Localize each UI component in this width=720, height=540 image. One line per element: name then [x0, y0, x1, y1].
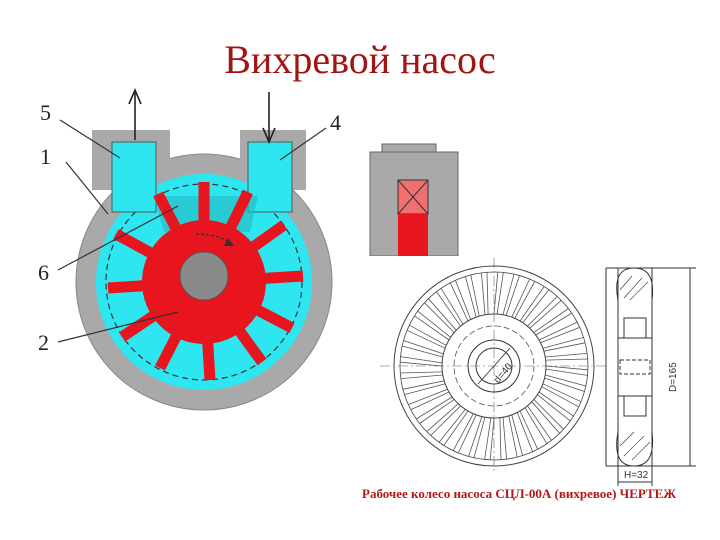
impeller-vane-line: [452, 413, 474, 451]
impeller-vane-line: [545, 353, 588, 358]
impeller-vane-line: [493, 272, 499, 315]
label-inlet: 4: [330, 110, 341, 135]
impeller-vane-line: [457, 414, 477, 454]
impeller-vane-line: [519, 286, 545, 322]
impeller-vane-line: [404, 383, 446, 395]
impeller-vane-line: [516, 412, 533, 452]
impeller-vane-line: [402, 380, 445, 390]
impeller-vane-line: [468, 416, 483, 457]
impeller-vane-line: [400, 361, 443, 367]
impeller-vane-line: [470, 274, 480, 317]
slide-title: Вихревой насос: [224, 37, 496, 82]
impeller-vane-line: [499, 417, 502, 460]
impeller-vane-line: [416, 396, 453, 420]
impeller-vane-line: [406, 329, 446, 349]
impeller-vane-line: [408, 388, 448, 405]
impeller-vane-line: [419, 399, 455, 424]
drawing-caption: Рабочее колесо насоса СЦЛ-00А (вихревое)…: [362, 486, 676, 501]
impeller-vane-line: [545, 368, 588, 376]
impeller-vane-line: [538, 391, 574, 417]
impeller-vane-line: [541, 386, 579, 408]
impeller-vane-line: [465, 276, 477, 318]
impeller-vane-line: [440, 288, 464, 325]
impeller-vane-line: [400, 374, 443, 379]
impeller-vane-line: [455, 280, 472, 320]
impeller-side-view: [605, 267, 696, 486]
impeller-vane-line: [400, 356, 443, 364]
outlet-arrow-icon: [128, 87, 142, 140]
impeller-vane-line: [514, 281, 536, 319]
outlet-port: [111, 141, 157, 213]
impeller-vane-line: [522, 289, 550, 323]
impeller-vane-line: [545, 374, 586, 387]
impeller-vanes: [400, 272, 588, 460]
impeller-vane-line: [502, 274, 515, 315]
impeller-vane-line: [542, 337, 584, 349]
impeller-drawing: d=40 D=165 H: [352, 256, 720, 502]
impeller-vane-line: [511, 414, 523, 456]
impeller-vane-line: [449, 282, 469, 322]
impeller-vane-line: [543, 342, 586, 352]
impeller-vane-line: [527, 296, 558, 327]
impeller-vane-line: [402, 345, 443, 358]
impeller-vane-line: [473, 417, 486, 458]
impeller-vane-line: [535, 312, 572, 336]
side-view-hatching: [619, 275, 651, 461]
impeller-vane-line: [414, 315, 450, 341]
impeller-vane-line: [508, 415, 518, 458]
impeller-vane-line: [484, 417, 492, 460]
impeller-vane-line: [443, 410, 469, 446]
dim-outer-diameter: D=165: [668, 362, 679, 392]
impeller-vane-line: [533, 399, 564, 430]
impeller-vane-line: [430, 405, 461, 436]
impeller-vane-line: [505, 275, 520, 316]
impeller-vane-line: [489, 417, 495, 460]
impeller-vane-line: [537, 394, 571, 422]
label-casing: 1: [40, 144, 51, 169]
impeller-vane-line: [529, 300, 562, 329]
impeller-vane-line: [417, 310, 451, 338]
impeller-vane-line: [533, 308, 569, 333]
impeller-vane-line: [438, 409, 466, 443]
impeller-vane-line: [540, 327, 580, 344]
side-section: [369, 143, 459, 257]
label-channel: 6: [38, 260, 49, 285]
impeller-vane-line: [496, 272, 504, 315]
impeller-vane-line: [545, 358, 588, 361]
impeller-vane-line: [544, 377, 585, 392]
label-impeller: 2: [38, 330, 49, 355]
impeller-vane-line: [400, 371, 443, 374]
impeller-vane-line: [426, 403, 459, 432]
label-outlet: 5: [40, 100, 51, 125]
impeller-vane-line: [410, 391, 450, 411]
impeller-vane-line: [436, 291, 461, 327]
impeller-vane-line: [531, 401, 560, 434]
impeller-vane-line: [511, 278, 531, 318]
impeller-vane-line: [538, 321, 578, 341]
shaft-hub: [179, 251, 229, 301]
impeller-vane-line: [409, 324, 447, 346]
impeller-vane-line: [524, 407, 548, 444]
impeller-vane-line: [403, 340, 444, 355]
impeller-vane-line: [545, 365, 588, 371]
impeller-vane-line: [486, 272, 489, 315]
dim-width: H=32: [624, 470, 649, 481]
impeller-vane-line: [527, 405, 552, 441]
impeller-vane-line: [542, 383, 582, 403]
impeller-vane-line: [481, 272, 486, 315]
impeller-vane-line: [502, 417, 507, 460]
impeller-vane-line: [428, 298, 457, 331]
inlet-arrow-icon: [262, 92, 276, 145]
impeller-vane-line: [519, 410, 539, 450]
pump-cross-section: 5 1 6 2 4: [38, 87, 341, 411]
impeller-vane-line: [424, 302, 455, 333]
